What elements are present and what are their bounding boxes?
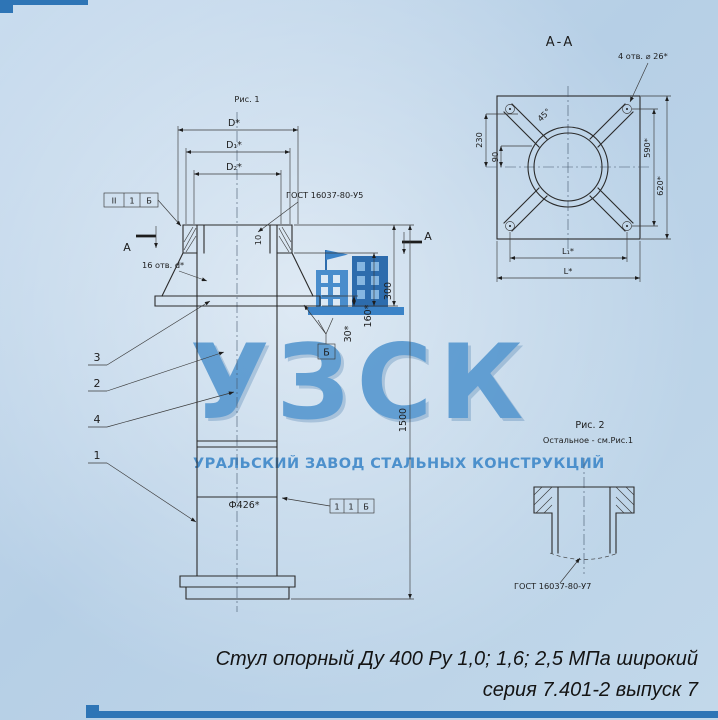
dim-D1-label: D₁* xyxy=(226,140,242,151)
gusset-ribs xyxy=(503,103,634,232)
dim-620-label: 620* xyxy=(655,176,665,196)
fig1-callouts: 3 2 4 1 xyxy=(88,300,235,523)
callout-1: 1 xyxy=(94,449,101,462)
aa-holes-note-group: 4 отв. ⌀ 26* xyxy=(618,51,668,103)
dim-1500-label: 1500 xyxy=(398,408,409,432)
dim-45-label: 45° xyxy=(535,106,552,123)
fig2-gost-group: ГОСТ 16037-80-У7 xyxy=(514,557,591,591)
drawing-caption: Стул опорный Ду 400 Ру 1,0; 1,6; 2,5 МПа… xyxy=(216,644,698,706)
base-plate-outline xyxy=(496,95,641,240)
fig1-gost-note-group: ГОСТ 16037-80-У5 xyxy=(257,190,363,233)
fig2-group: Рис. 2 Остальное - см.Рис.1 ГОСТ 16037-8… xyxy=(514,420,635,591)
fig2-note: Остальное - см.Рис.1 xyxy=(543,435,633,445)
aa-bottom-dimensions: L₁* L* xyxy=(496,232,641,282)
fig2-title: Рис. 2 xyxy=(575,420,604,431)
callout-3: 3 xyxy=(94,351,101,364)
dim-30-label: 30* xyxy=(343,325,354,342)
dim-L-label: L* xyxy=(564,266,573,276)
callout-4: 4 xyxy=(94,413,101,426)
fig1-weld-box-mid: 1 1 Б xyxy=(281,496,375,514)
section-aa-group: А-А 4 отв. ⌀ 26* 45° xyxy=(474,35,671,282)
aa-holes-note: 4 отв. ⌀ 26* xyxy=(618,51,668,61)
fig1-flange-outline xyxy=(154,224,321,307)
weld-mid-cell-3: Б xyxy=(363,502,369,512)
frame-accent-top xyxy=(0,0,88,5)
dim-160-label: 160* xyxy=(363,304,374,327)
dim-L1-label: L₁* xyxy=(562,246,574,256)
weld-top-cell-3: Б xyxy=(146,196,152,206)
callout-2: 2 xyxy=(94,377,101,390)
weld-mid-cell-2: 1 xyxy=(348,502,353,512)
fig1-weld-box-top: II 1 Б xyxy=(103,192,182,227)
dim-300-label: 300 xyxy=(383,282,394,300)
frame-accent-bottom xyxy=(86,711,718,718)
fig2-flange-outline xyxy=(533,486,635,560)
fig1-pipe-outline xyxy=(179,224,296,600)
fig1-top-dimensions: D* D₁* D₂* 10 xyxy=(177,118,299,245)
fig1-title: Рис. 1 xyxy=(234,94,259,104)
dim-D2-label: D₂* xyxy=(226,162,242,173)
weld-mid-cell-1: 1 xyxy=(334,502,339,512)
caption-line-2: серия 7.401-2 выпуск 7 xyxy=(482,679,698,701)
dim-90-label: 90 xyxy=(490,152,500,162)
weld-symbol xyxy=(317,317,334,335)
dim-590-label: 590* xyxy=(642,138,652,158)
section-aa-title: А-А xyxy=(546,35,574,50)
fig1-group: Рис. 1 D* D₁* D₂* 10 xyxy=(88,94,432,612)
fig1-holes-note: 16 отв. d* xyxy=(142,260,184,270)
dim-diameter-label: Ф426* xyxy=(228,500,259,511)
section-label-right: А xyxy=(424,230,432,243)
weld-top-cell-1: II xyxy=(112,196,117,206)
caption-line-1: Стул опорный Ду 400 Ру 1,0; 1,6; 2,5 МПа… xyxy=(215,648,698,670)
section-label-left: А xyxy=(123,241,131,254)
frame-accent-topleft xyxy=(0,0,13,13)
dim-230-label: 230 xyxy=(474,132,484,148)
dim-D-label: D* xyxy=(228,118,240,129)
fig1-flag-b-group: Б xyxy=(303,304,336,360)
weld-top-cell-2: 1 xyxy=(129,196,134,206)
fig2-gost-note: ГОСТ 16037-80-У7 xyxy=(514,581,591,591)
flag-b-label: Б xyxy=(323,348,330,359)
fig1-gost-note: ГОСТ 16037-80-У5 xyxy=(286,190,363,200)
pipe-hole-outer xyxy=(527,126,609,208)
aa-left-dimensions: 230 90 xyxy=(474,113,532,167)
pipe-hole-inner xyxy=(533,132,603,202)
dim-10-label: 10 xyxy=(253,235,263,245)
frame-accent-bottomleft xyxy=(86,705,99,718)
fig1-holes-note-group: 16 отв. d* xyxy=(142,260,208,282)
corner-bolt-holes xyxy=(505,104,632,231)
fig1-right-dimensions: 300 160* 30* 1500 xyxy=(291,224,414,600)
aa-right-dimensions: 590* 620* xyxy=(632,95,671,240)
fig1-section-markers: А А xyxy=(123,226,432,254)
